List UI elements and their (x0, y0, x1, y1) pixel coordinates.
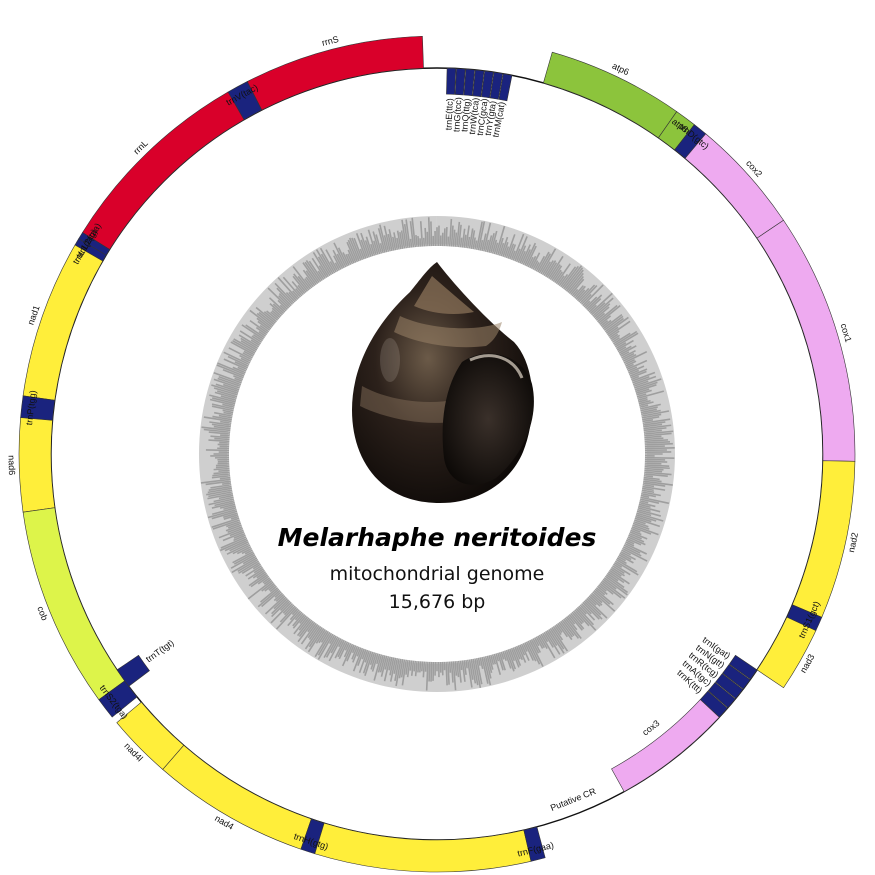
gc-skew-bar (645, 461, 667, 462)
gc-skew-bar (420, 238, 421, 246)
gc-skew-bar (218, 444, 230, 445)
gc-skew-bar (461, 661, 462, 670)
gc-skew-bar (450, 662, 451, 673)
label-trnt-tgt: trnT(tgt) (144, 638, 176, 665)
gene-rrnl (83, 92, 244, 249)
gc-skew-bar (219, 443, 229, 444)
gene-nad5 (315, 823, 531, 872)
gc-skew-bar (645, 448, 675, 449)
gene-nad2 (792, 461, 855, 618)
gc-skew-bar (422, 661, 423, 671)
genome-subtitle: mitochondrial genome (330, 563, 545, 585)
gc-skew-bar (645, 463, 662, 464)
gc-skew-bar (427, 232, 428, 246)
gene-cox1 (757, 220, 855, 461)
gc-skew-bar (426, 662, 427, 672)
gc-skew-bar (444, 228, 445, 246)
organism-name: Melarhaphe neritoides (278, 523, 597, 552)
snail-shell-photo (352, 262, 534, 503)
gc-skew-bar (216, 467, 229, 468)
gc-skew-bar (414, 661, 415, 671)
label-cox1: cox1 (839, 322, 854, 343)
gc-skew-bar (645, 446, 665, 447)
gc-skew-bar (425, 228, 426, 246)
gene-trng-tcc (455, 68, 465, 94)
gc-skew-bar (418, 236, 419, 247)
gc-skew-bar (423, 662, 424, 678)
gene-rrns (247, 36, 423, 110)
gc-skew-bar (220, 435, 230, 436)
gc-skew-bar (431, 221, 432, 246)
gc-skew-bar (429, 662, 430, 682)
label-nad2: nad2 (846, 532, 860, 554)
gc-skew-bar (420, 661, 421, 672)
gc-skew-bar (461, 238, 462, 248)
gc-skew-bar (446, 227, 447, 246)
gc-skew-bar (424, 238, 425, 247)
gc-skew-bar (418, 661, 419, 672)
genome-size: 15,676 bp (389, 591, 486, 613)
gc-skew-bar (218, 463, 230, 464)
gc-skew-bar (416, 235, 417, 247)
gene-atp6 (543, 52, 676, 138)
gc-skew-bar (448, 237, 449, 247)
gc-skew-bar (218, 470, 229, 471)
gc-skew-bar (644, 476, 653, 477)
gc-skew-bar (429, 217, 430, 246)
label-rrns: rrnS (321, 34, 340, 48)
gene-cox2 (685, 134, 783, 238)
gc-skew-bar (431, 662, 432, 682)
gene-cox3 (612, 700, 720, 792)
gc-skew-bar (645, 458, 674, 459)
label-nad1: nad1 (26, 304, 42, 326)
gc-skew-bar (645, 459, 665, 460)
label-atp6: atp6 (611, 61, 631, 78)
gc-skew-bar (216, 465, 229, 466)
gene-nad6 (19, 418, 55, 513)
gene-trne-ttc (446, 68, 455, 94)
gene-nad4 (163, 745, 312, 849)
label-cox3: cox3 (640, 718, 661, 738)
gene-cob (23, 508, 125, 700)
gc-skew-bar (214, 469, 230, 470)
gc-skew-bar (214, 438, 229, 439)
gc-skew-bar (446, 662, 447, 686)
label-nad6: nad6 (7, 455, 18, 475)
gc-skew-bar (411, 239, 412, 248)
